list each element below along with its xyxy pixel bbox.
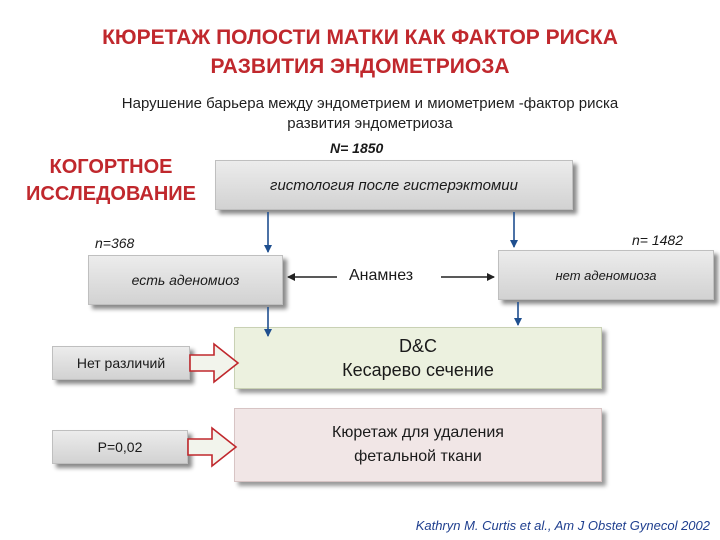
curettage-box: Кюретаж для удаления фетальной ткани <box>234 408 602 482</box>
dc-box: D&C Кесарево сечение <box>234 327 602 389</box>
adenomyosis-yes-box: есть аденомиоз <box>88 255 283 305</box>
subtitle-line-1: Нарушение барьера между эндометрием и ми… <box>121 95 619 112</box>
adenomyosis-no-box: нет аденомиоза <box>498 250 714 300</box>
cesarean-label: Кесарево сечение <box>342 360 494 380</box>
curettage-label-line-1: Кюретаж для удаления <box>332 424 504 441</box>
anamnesis-label: Анамнез <box>349 267 414 284</box>
slide-title-line-2: РАЗВИТИЯ ЭНДОМЕТРИОЗА <box>210 55 510 78</box>
block-arrow-p-value <box>187 426 238 468</box>
subtitle-line-2: развития эндометриоза <box>287 115 453 132</box>
slide-title-line-1: КЮРЕТАЖ ПОЛОСТИ МАТКИ КАК ФАКТОР РИСКА <box>102 26 618 49</box>
histology-box: гистология после гистерэктомии <box>215 160 573 210</box>
block-arrow-no-difference <box>189 342 240 384</box>
adenomyosis-count: n=368 <box>95 235 135 251</box>
cohort-label-line-1: КОГОРТНОЕ <box>49 156 173 178</box>
cohort-label-line-2: ИССЛЕДОВАНИЕ <box>26 183 196 205</box>
no-difference-box: Нет различий <box>52 346 190 380</box>
dc-label: D&C <box>398 336 437 356</box>
curettage-label-line-2: фетальной ткани <box>354 448 482 465</box>
no-adenomyosis-count: n= 1482 <box>632 232 683 248</box>
total-sample-size: N= 1850 <box>330 140 384 156</box>
p-value-box: P=0,02 <box>52 430 188 464</box>
citation: Kathryn M. Curtis et al., Am J Obstet Gy… <box>415 518 710 533</box>
cohort-study-label: КОГОРТНОЕ ИССЛЕДОВАНИЕ <box>8 154 214 208</box>
